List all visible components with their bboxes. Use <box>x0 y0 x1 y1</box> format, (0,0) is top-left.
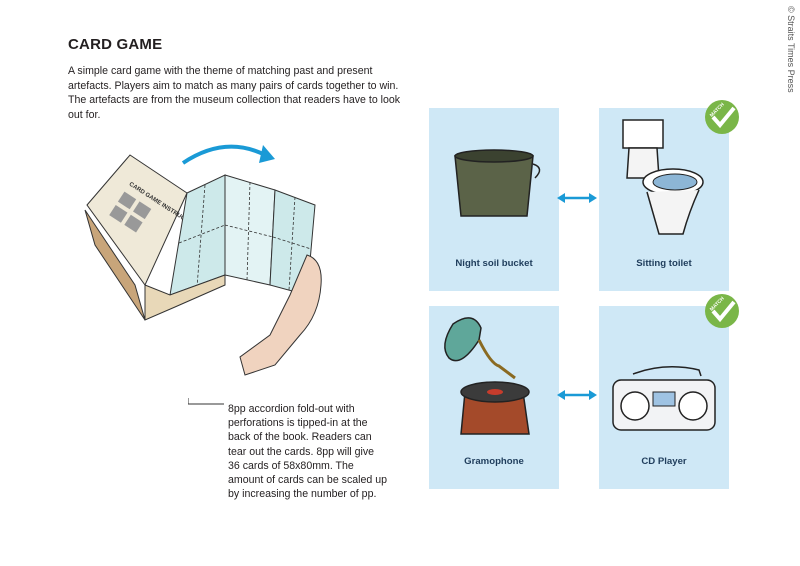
match-check-icon: MATCH <box>705 100 739 134</box>
page-title: CARD GAME <box>68 36 163 53</box>
callout-text: 8pp accordion fold-out with perforations… <box>228 403 388 501</box>
card-label: CD Player <box>641 456 687 467</box>
bucket-icon <box>454 149 541 217</box>
card-night-soil-bucket: Night soil bucket <box>429 108 559 291</box>
callout-leader-line <box>188 398 224 405</box>
card-label: Sitting toilet <box>636 258 692 269</box>
card-cd-player: CD Player <box>599 306 729 489</box>
card-sitting-toilet: Sitting toilet <box>599 108 729 291</box>
match-arrow-icon <box>557 390 597 400</box>
card-label: Gramophone <box>464 456 524 467</box>
card-label: Night soil bucket <box>455 258 533 269</box>
match-check-icon: MATCH <box>705 294 739 328</box>
accordion-foldout-illustration: CARD GAME INSTRUCTIONS <box>84 144 322 376</box>
cd-player-icon <box>612 366 716 431</box>
toilet-icon <box>622 119 704 235</box>
match-arrow-icon <box>557 193 597 203</box>
copyright-notice: © Straits Times Press <box>786 6 796 93</box>
card-gramophone: Gramophone <box>429 306 559 489</box>
intro-paragraph: A simple card game with the theme of mat… <box>68 65 401 121</box>
gramophone-icon <box>444 317 530 435</box>
